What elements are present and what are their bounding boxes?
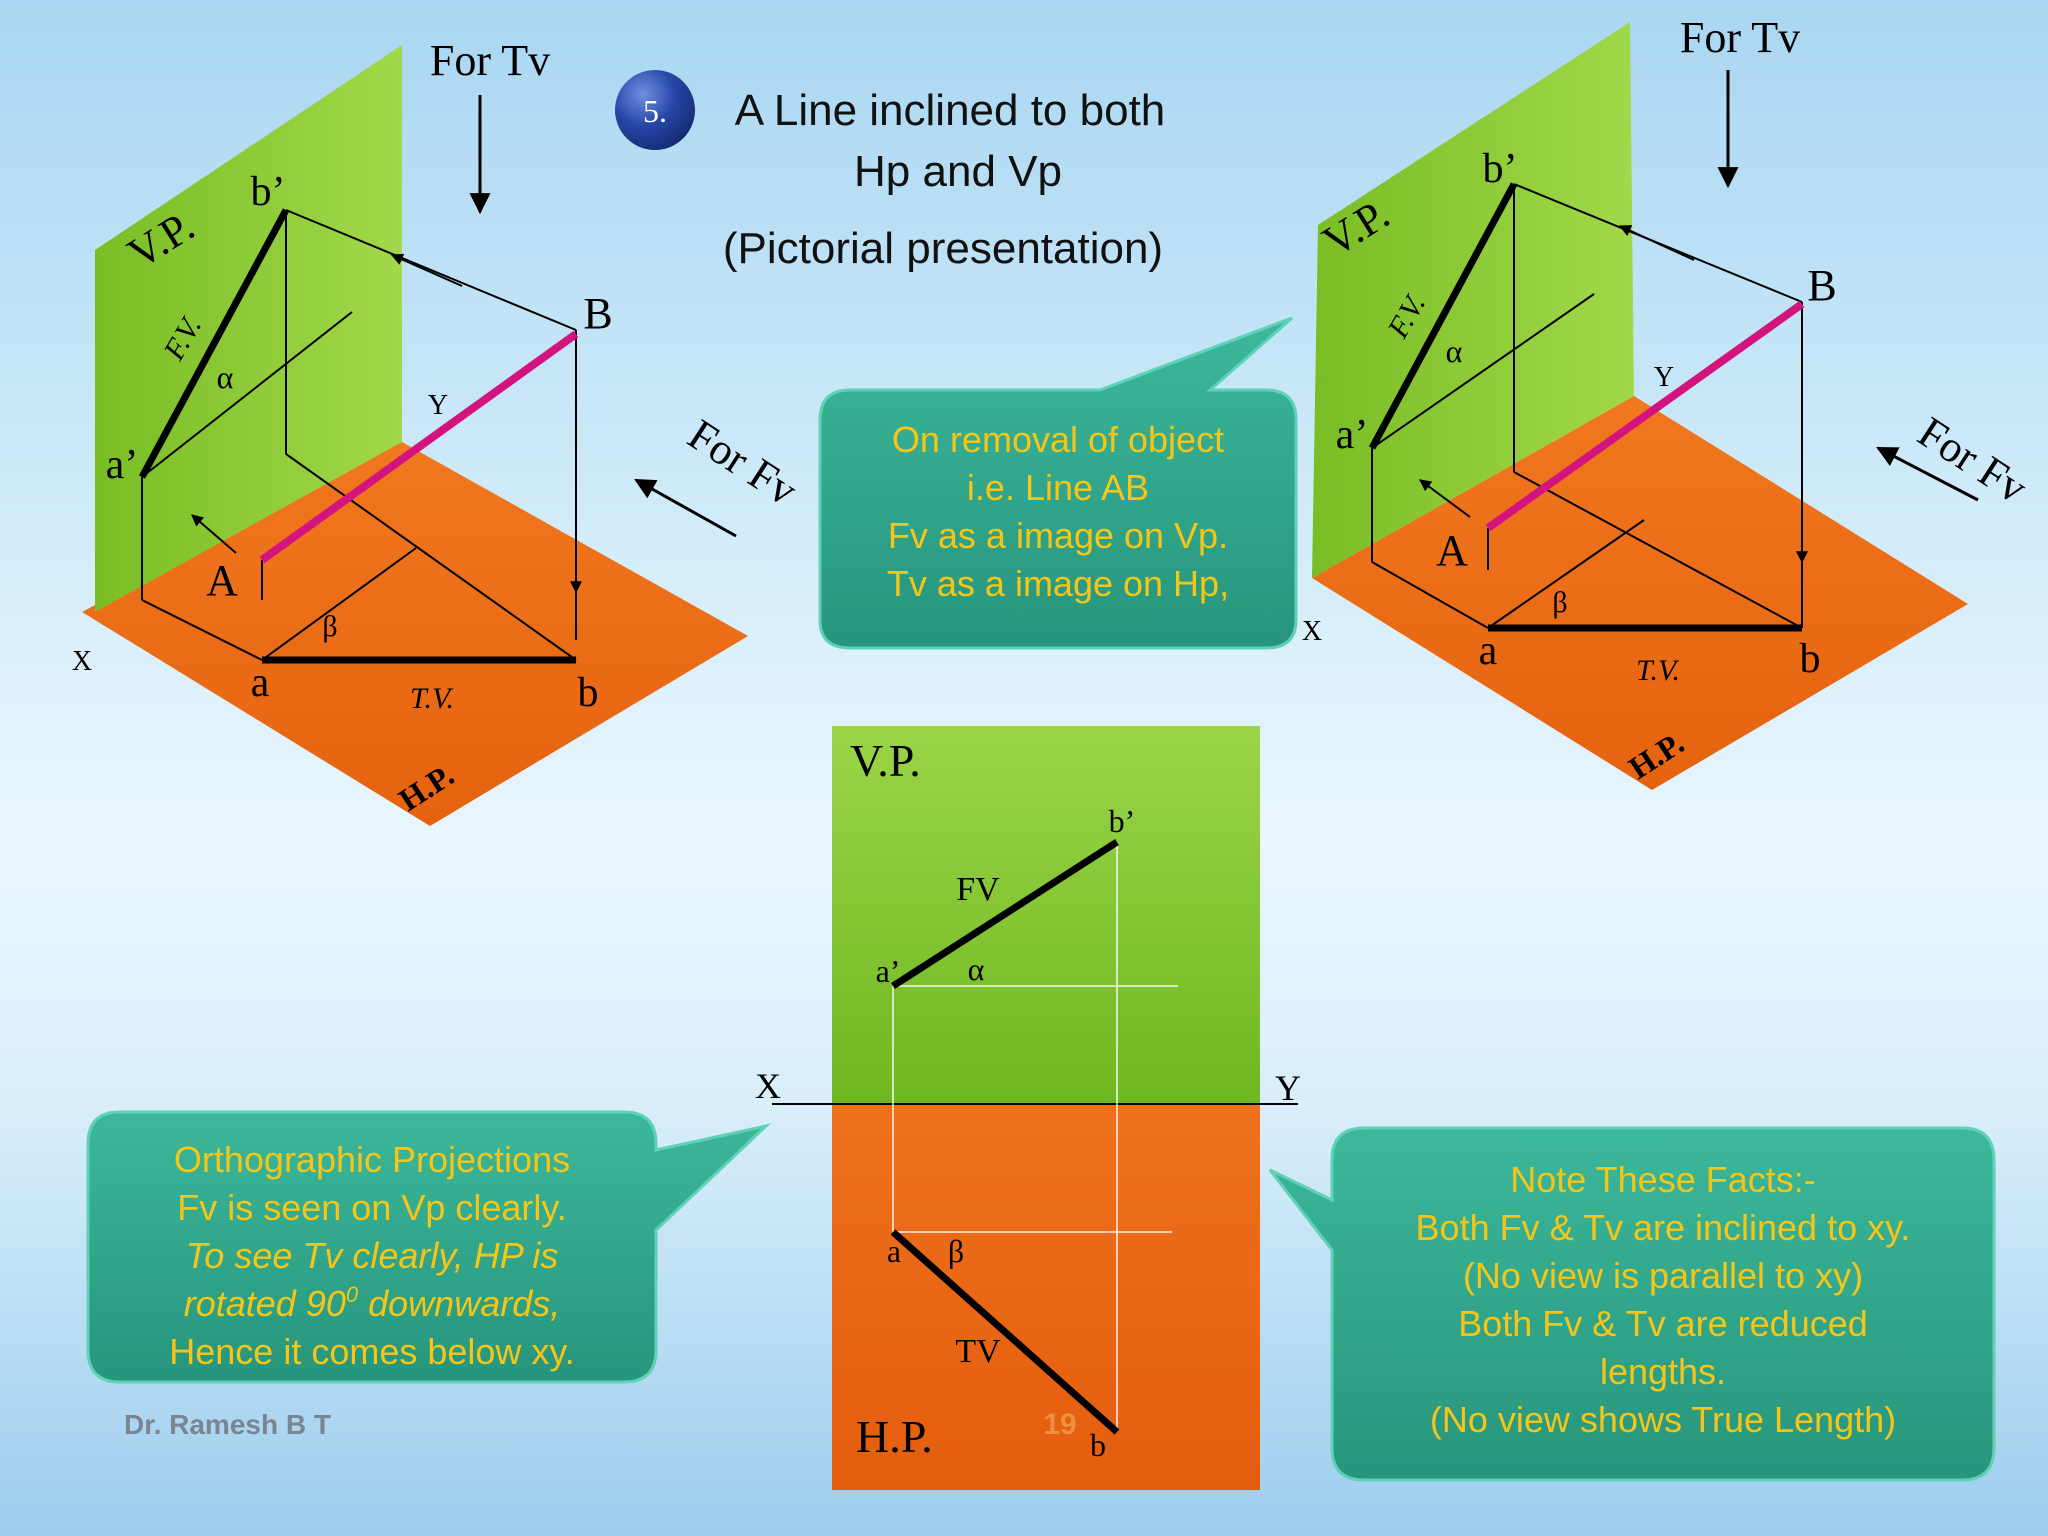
left-for-fv-label: For Fv xyxy=(680,410,806,516)
right-for-fv-arrow xyxy=(1876,446,1979,502)
left-a-label: a xyxy=(251,660,270,706)
ortho-vp-label: V.P. xyxy=(850,735,921,786)
callout-left-line-4-sup: 0 xyxy=(346,1282,359,1307)
right-pictorial: For Tv For Fv V.P. F.V. α b’ a’ B A Y X … xyxy=(1302,13,2036,790)
number-badge xyxy=(615,70,695,150)
callout-right-line-2: Both Fv & Tv are inclined to xy. xyxy=(1416,1207,1911,1248)
left-hp-plane xyxy=(82,442,748,826)
right-A-label: A xyxy=(1436,526,1468,575)
callout-left-line-5: Hence it comes below xy. xyxy=(169,1331,575,1372)
left-vp-plane xyxy=(95,45,402,612)
callout-left-line-4: rotated 900 downwards, xyxy=(184,1282,560,1324)
right-front-view-line xyxy=(1368,182,1518,450)
callout-right-line-1: Note These Facts:- xyxy=(1510,1159,1815,1200)
right-a-prime-label: a’ xyxy=(1336,412,1369,458)
title-line-2: Hp and Vp xyxy=(854,147,1062,196)
left-beta-label: β xyxy=(322,610,337,643)
right-y-label: Y xyxy=(1654,362,1674,393)
callout-top: On removal of object i.e. Line AB Fv as … xyxy=(818,316,1298,650)
title-line-1: A Line inclined to both xyxy=(735,86,1166,135)
right-projection-arrow-a xyxy=(1419,479,1471,518)
ortho-y-label: Y xyxy=(1275,1068,1301,1108)
callout-left: Orthographic Projections Fv is seen on V… xyxy=(86,1110,771,1384)
right-construction-lines xyxy=(1371,183,1803,629)
callout-right-line-3: (No view is parallel to xy) xyxy=(1463,1255,1863,1296)
left-a-prime-label: a’ xyxy=(106,442,139,488)
callout-left-line-4-post: downwards, xyxy=(358,1283,560,1324)
left-projection-arrow-b xyxy=(390,253,463,287)
left-for-tv-label: For Tv xyxy=(430,36,550,85)
left-b-prime-label: b’ xyxy=(251,169,286,215)
ortho-vp-plane xyxy=(832,726,1260,1104)
page-number: 19 xyxy=(1043,1408,1076,1441)
left-b-label: b xyxy=(578,670,599,716)
callout-right-line-5: lengths. xyxy=(1600,1351,1726,1392)
right-alpha-label: α xyxy=(1446,333,1463,369)
callout-top-line-1: On removal of object xyxy=(892,419,1224,460)
orthographic-panel: V.P. H.P. X Y FV TV a’ b’ α a β b 19 xyxy=(755,726,1301,1490)
left-x-label: X xyxy=(72,646,92,677)
right-vp-plane xyxy=(1312,22,1634,578)
author-footer: Dr. Ramesh B T xyxy=(124,1409,331,1440)
number-badge-label: 5. xyxy=(643,93,667,129)
callout-right: Note These Facts:- Both Fv & Tv are incl… xyxy=(1268,1126,1996,1482)
callout-right-line-6: (No view shows True Length) xyxy=(1430,1399,1896,1440)
ortho-fv-label: FV xyxy=(956,871,1000,908)
left-construction-lines xyxy=(141,209,577,661)
ortho-a-prime-label: a’ xyxy=(876,953,901,989)
ortho-front-view-line xyxy=(891,839,1119,989)
right-B-label: B xyxy=(1807,261,1836,310)
ortho-projector-lines xyxy=(892,842,1178,1432)
left-y-label: Y xyxy=(428,390,448,421)
right-projection-arrow-b xyxy=(1618,225,1695,261)
ortho-x-label: X xyxy=(755,1066,781,1106)
callout-right-line-4: Both Fv & Tv are reduced xyxy=(1458,1303,1868,1344)
right-for-tv-label: For Tv xyxy=(1680,13,1800,62)
left-for-fv-arrow xyxy=(634,478,737,538)
left-alpha-label: α xyxy=(217,359,234,395)
right-x-label: X xyxy=(1302,616,1322,647)
right-b-prime-label: b’ xyxy=(1483,146,1518,192)
callout-top-line-2: i.e. Line AB xyxy=(967,467,1149,508)
left-front-view-line xyxy=(138,208,290,479)
ortho-b-prime-label: b’ xyxy=(1109,803,1136,839)
right-b-label: b xyxy=(1800,636,1821,682)
ortho-tv-label: TV xyxy=(955,1333,1001,1370)
ortho-a-label: a xyxy=(887,1233,901,1269)
right-beta-label: β xyxy=(1552,586,1567,619)
right-tv-label: T.V. xyxy=(1636,654,1680,687)
callout-left-line-3: To see Tv clearly, HP is xyxy=(186,1235,559,1276)
ortho-b-label: b xyxy=(1090,1427,1106,1463)
left-tv-label: T.V. xyxy=(410,682,454,715)
ortho-hp-label: H.P. xyxy=(856,1411,933,1462)
left-A-label: A xyxy=(206,556,238,605)
right-line-ab xyxy=(1485,300,1805,532)
left-B-label: B xyxy=(583,289,612,338)
left-projection-arrow-a xyxy=(191,514,237,554)
left-pictorial: For Tv For Fv V.P. F.V. α b’ a’ B A Y X … xyxy=(72,36,806,826)
callout-left-bubble xyxy=(86,1110,771,1384)
callout-left-line-2: Fv is seen on Vp clearly. xyxy=(177,1187,567,1228)
callout-left-line-1: Orthographic Projections xyxy=(174,1139,570,1180)
ortho-alpha-label: α xyxy=(968,951,985,987)
ortho-beta-label: β xyxy=(948,1233,964,1269)
title-group: 5. A Line inclined to both Hp and Vp (Pi… xyxy=(615,70,1165,273)
callout-top-line-3: Fv as a image on Vp. xyxy=(888,515,1228,556)
callout-top-line-4: Tv as a image on Hp, xyxy=(887,563,1229,604)
ortho-hp-plane xyxy=(832,1104,1260,1490)
left-line-ab xyxy=(259,330,579,564)
callout-right-bubble xyxy=(1268,1126,1996,1482)
callout-left-line-4-pre: rotated 90 xyxy=(184,1283,346,1324)
callout-top-bubble xyxy=(818,316,1298,650)
subtitle: (Pictorial presentation) xyxy=(723,224,1163,273)
ortho-top-view-line xyxy=(890,1229,1120,1435)
right-hp-plane xyxy=(1312,396,1968,790)
right-a-label: a xyxy=(1479,628,1498,674)
